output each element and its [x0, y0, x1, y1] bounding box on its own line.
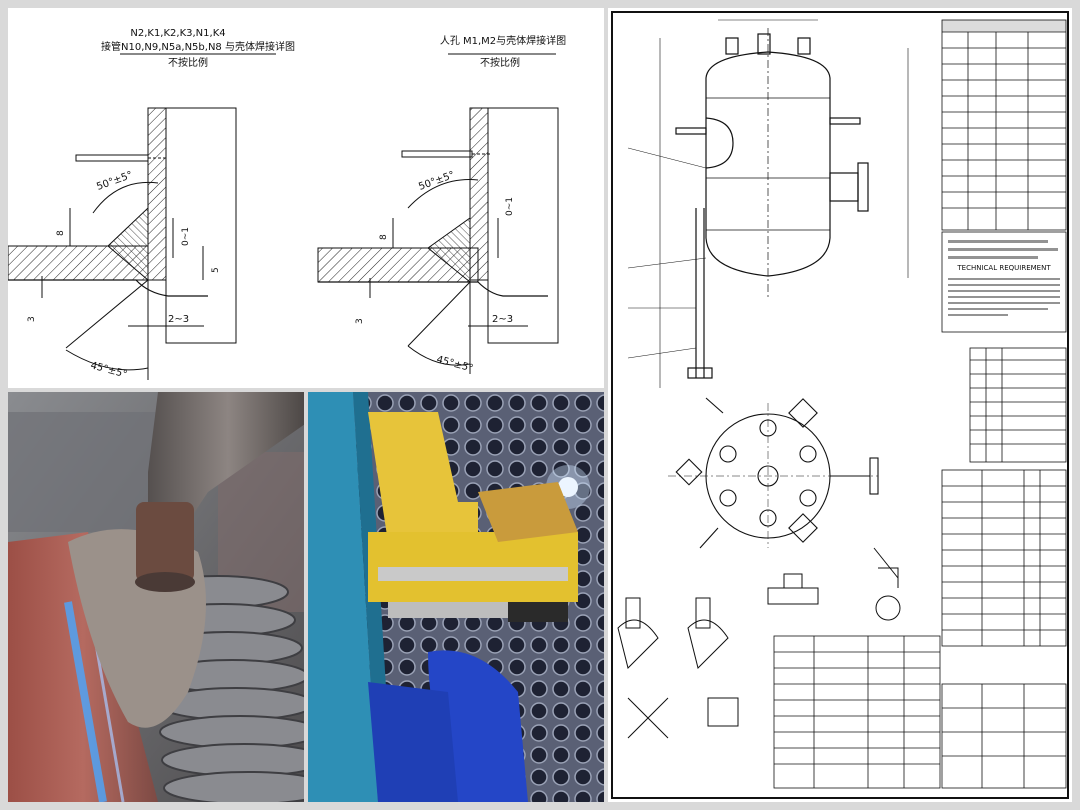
weld-detail-drawings-panel: N2,K1,K2,K3,N1,K4 接管N10,N9,N5a,N5b,N8 与壳…	[8, 8, 604, 388]
welding-closeup-illustration	[8, 392, 304, 802]
data-tables	[773, 19, 1067, 789]
right-weld-detail: 人孔 M1,M2与壳体焊接详图 不按比例 50°±5° 45°±5° 8 3 0…	[317, 34, 566, 375]
left-dim-root: 2~3	[168, 314, 189, 325]
left-dim-5: 5	[211, 267, 221, 273]
right-dim-root: 2~3	[492, 314, 513, 325]
detail-views	[617, 547, 901, 739]
left-title-line2: 接管N10,N9,N5a,N5b,N8 与壳体焊接详图	[101, 40, 295, 53]
right-scale-note: 不按比例	[480, 56, 520, 69]
vessel-elevation	[627, 19, 909, 388]
vessel-plan-view	[668, 397, 879, 549]
vessel-assembly-drawing-panel: TECHNICAL REQUIREMENT	[608, 8, 1072, 802]
left-angle-bottom: 45°±5°	[89, 360, 128, 380]
left-angle-top: 50°±5°	[95, 170, 134, 193]
vessel-assembly-drawing: TECHNICAL REQUIREMENT	[611, 11, 1069, 799]
left-title-line1: N2,K1,K2,K3,N1,K4	[130, 28, 225, 39]
left-dim-gap: 0~1	[181, 227, 191, 246]
left-dim-8: 8	[56, 230, 66, 236]
welding-machine-photo	[308, 392, 604, 802]
technical-requirement-heading: TECHNICAL REQUIREMENT	[956, 264, 1051, 272]
left-scale-note: 不按比例	[168, 56, 208, 69]
right-dim-8: 8	[379, 234, 389, 240]
welding-closeup-photo	[8, 392, 304, 802]
weld-detail-drawing: N2,K1,K2,K3,N1,K4 接管N10,N9,N5a,N5b,N8 与壳…	[8, 28, 566, 381]
right-angle-top: 50°±5°	[417, 170, 456, 193]
welding-machine-illustration	[308, 392, 604, 802]
right-dim-3: 3	[355, 318, 365, 324]
right-angle-bottom: 45°±5°	[435, 354, 474, 374]
left-dim-3: 3	[27, 316, 37, 322]
left-weld-detail: N2,K1,K2,K3,N1,K4 接管N10,N9,N5a,N5b,N8 与壳…	[8, 28, 295, 381]
right-dim-gap: 0~1	[505, 197, 515, 216]
notes-text-blocks	[948, 240, 1060, 316]
right-title-line1: 人孔 M1,M2与壳体焊接详图	[440, 34, 566, 47]
